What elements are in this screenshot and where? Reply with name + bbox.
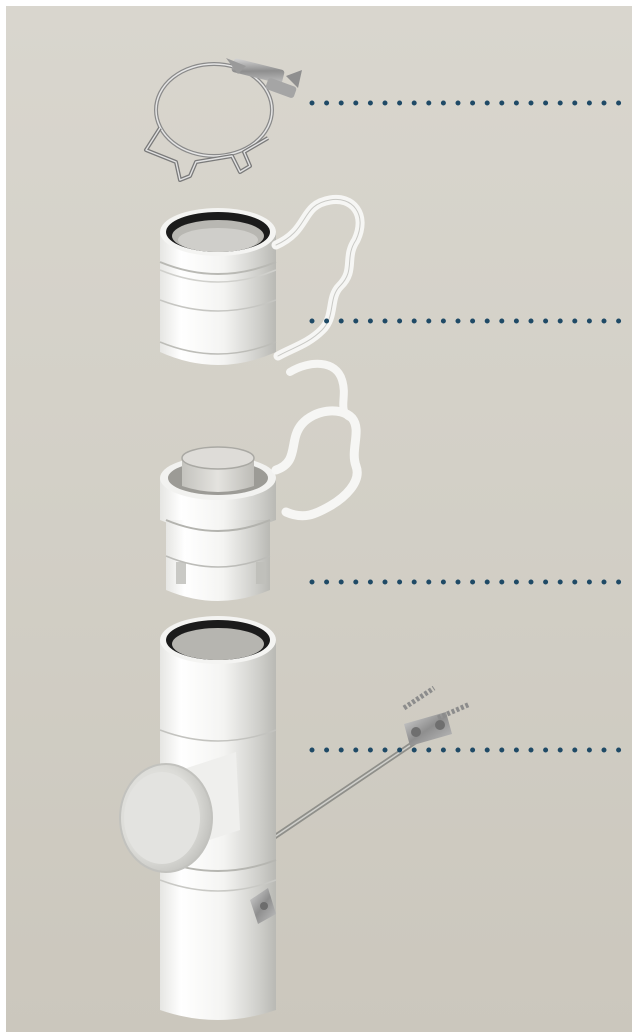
coupling-sleeve: [160, 199, 360, 365]
wire-hose-clamp: [146, 58, 302, 180]
adapter-with-inner-pipe: [160, 364, 357, 601]
inspection-tee-with-wall-bracket: [120, 616, 470, 1020]
